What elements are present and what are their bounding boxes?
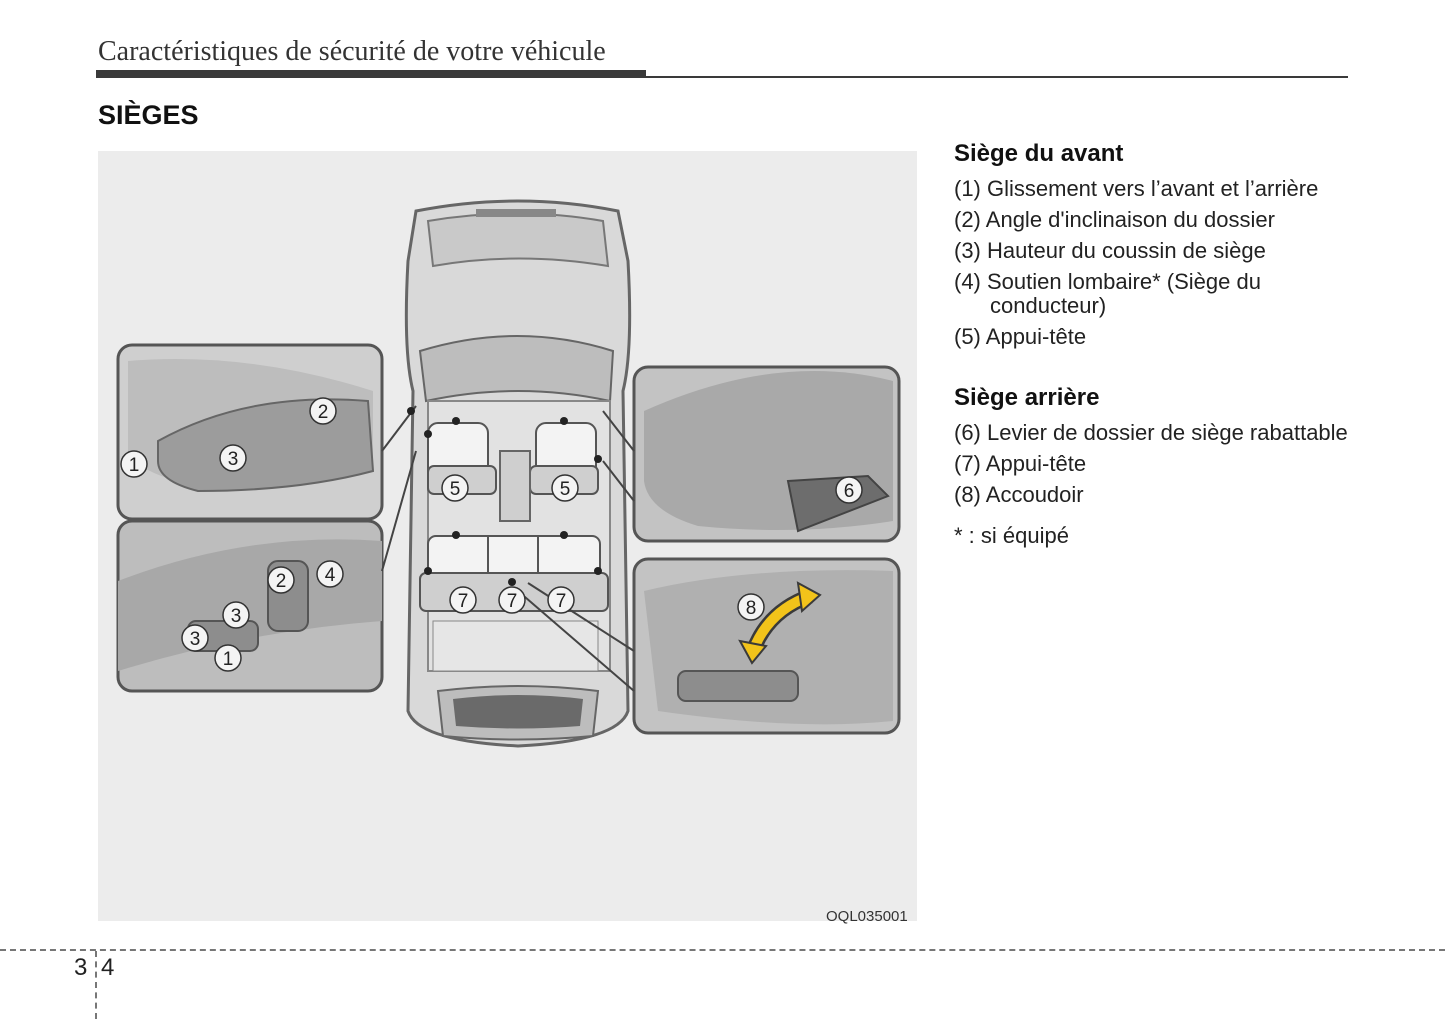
callout-number: 8 [746,598,757,619]
callout-number: 1 [129,455,140,476]
page-number-divider [95,951,97,1019]
callout-number: 2 [318,402,329,423]
callout-number: 3 [231,606,242,627]
header-bar [96,70,646,78]
rear-item: (8) Accoudoir [954,482,1084,507]
equipment-note: * : si équipé [954,523,1069,548]
callout-badge [547,586,575,614]
callout-number: 5 [560,479,571,500]
callout-badge [737,593,765,621]
callout-badge [267,566,295,594]
callout-badge [219,444,247,472]
callout-number: 2 [276,571,287,592]
callout-number: 5 [450,479,461,500]
callout-badge [498,586,526,614]
callout-badge [835,476,863,504]
front-seat-inset-lower [116,519,384,693]
front-item: (2) Angle d'inclinaison du dossier [954,207,1275,232]
front-item: (4) Soutien lombaire* (Siège du conducte… [954,269,1261,318]
callout-number: 6 [844,481,855,502]
callout-number: 3 [228,449,239,470]
callout-number: 7 [556,591,567,612]
callout-badge [316,560,344,588]
callout-badge [551,474,579,502]
header-title: Caractéristiques de sécurité de votre vé… [98,36,606,67]
header-rule [96,76,1348,78]
rear-item: (6) Levier de dossier de siège rabattabl… [954,420,1348,445]
front-item: (1) Glissement vers l’avant et l’arrière [954,176,1319,201]
car-top-view [404,199,632,748]
rear-item: (7) Appui-tête [954,451,1087,476]
callout-number: 3 [190,629,201,650]
callout-number: 1 [223,649,234,670]
callout-number: 7 [458,591,469,612]
callout-badge [441,474,469,502]
anchor-dots [407,407,602,586]
seats-illustration: 1 2 3 2 4 3 3 1 5 5 7 7 7 6 8 [98,151,917,921]
front-item: (3) Hauteur du coussin de siège [954,238,1266,263]
rear-seat-heading: Siège arrière [954,384,1100,411]
legend-panel: Siège du avant (1) Glissement vers l’ava… [954,140,1374,549]
callout-number: 7 [507,591,518,612]
callout-badge [222,601,250,629]
front-item: (5) Appui-tête [954,324,1087,349]
front-seat-inset-upper [116,343,384,521]
seats-diagram: 1 2 3 2 4 3 3 1 5 5 7 7 7 6 8 [116,199,901,748]
pointer-lines [381,405,635,692]
section-title: SIÈGES [98,100,199,130]
callout-number: 4 [325,565,336,586]
armrest-inset [632,557,901,735]
page-divider [0,949,1445,951]
figure-code: OQL035001 [826,908,908,925]
front-seat-heading: Siège du avant [954,140,1124,167]
callout-badge [120,450,148,478]
callout-badge [449,586,477,614]
rear-lever-inset [632,365,901,543]
callout-badge [181,624,209,652]
callout-badge [309,397,337,425]
callout-badge [214,644,242,672]
page-number-page: 4 [101,954,115,981]
page-number-chapter: 3 [74,954,88,981]
